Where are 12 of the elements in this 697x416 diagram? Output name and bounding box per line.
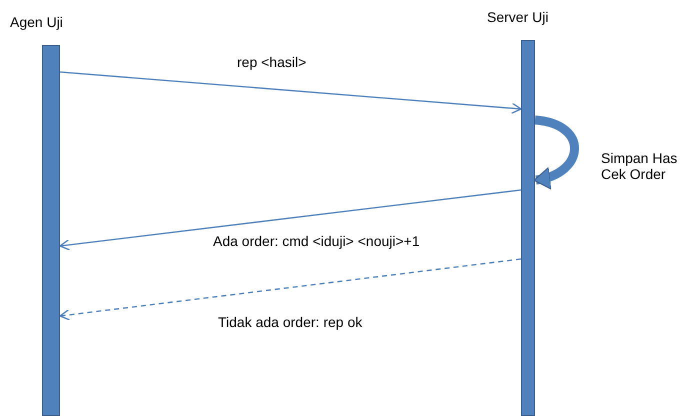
edge-label: rep <hasil> <box>237 54 306 70</box>
edge-label: Tidak ada order: rep ok <box>218 314 362 330</box>
lifeline-bar <box>42 45 60 416</box>
edge-label: Simpan Has Cek Order <box>601 150 678 182</box>
message-arrow <box>60 71 522 114</box>
lifeline-bar <box>521 40 535 416</box>
message-arrow <box>59 258 522 320</box>
edge-label: Ada order: cmd <iduji> <nouji>+1 <box>213 233 420 249</box>
lifeline-heading: Server Uji <box>487 9 548 25</box>
lifeline-heading: Agen Uji <box>10 14 63 30</box>
message-arrow <box>59 189 522 251</box>
self-message-arrow <box>534 116 579 188</box>
